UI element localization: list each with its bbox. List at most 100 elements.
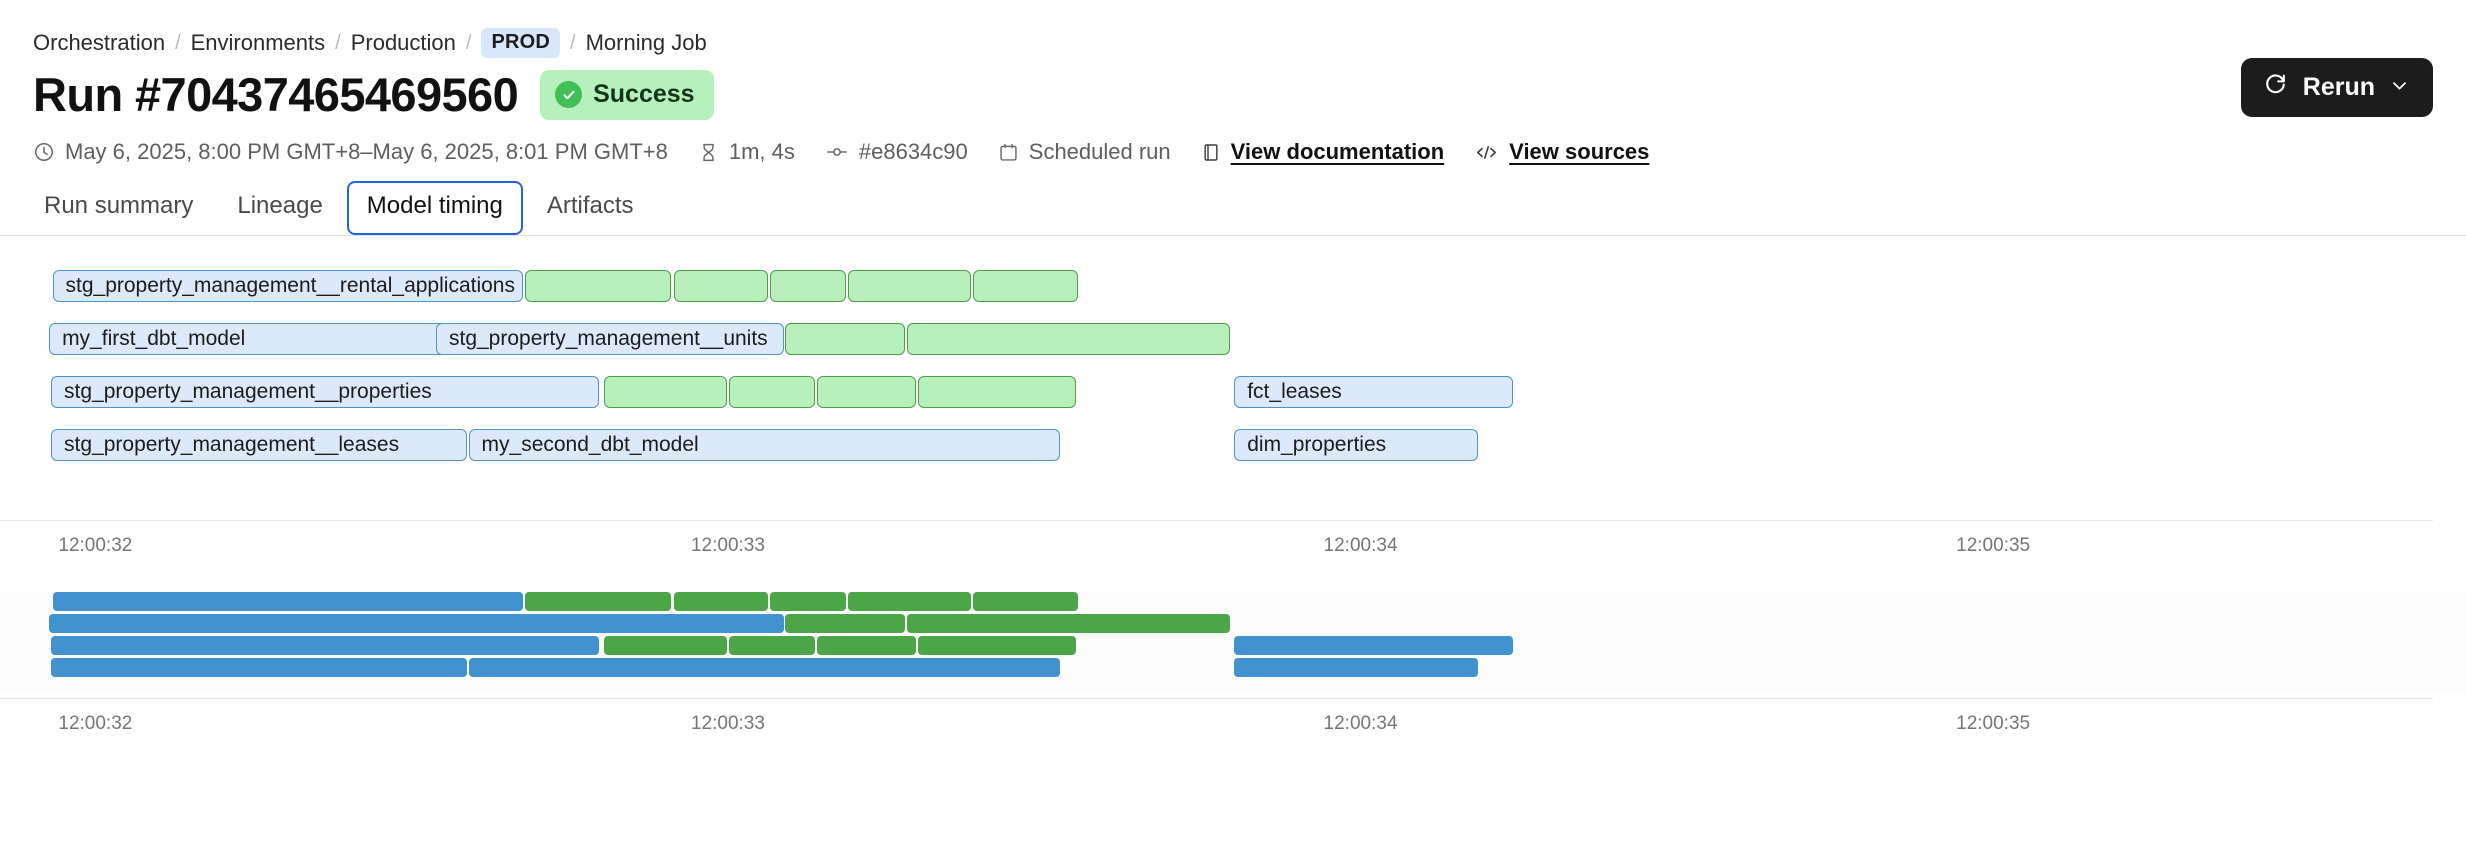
gantt-bar-test[interactable] xyxy=(673,270,768,302)
breadcrumb-item-orchestration[interactable]: Orchestration xyxy=(33,30,166,55)
minimap-bar-test[interactable] xyxy=(918,636,1077,655)
gantt-bar-test[interactable] xyxy=(525,270,671,302)
commit-icon xyxy=(825,141,849,163)
gantt-bar-test[interactable] xyxy=(603,376,727,408)
meta-item-hourglass: 1m, 4s xyxy=(698,139,795,165)
breadcrumb-env-badge: PROD xyxy=(481,28,561,58)
minimap-bar-model[interactable] xyxy=(52,592,524,611)
gantt-bar-dim_properties[interactable]: dim_properties xyxy=(1234,429,1479,461)
page-title: Run #70437465469560 xyxy=(33,68,519,122)
minimap-time-axis: 12:00:32 12:00:33 12:00:34 12:00:35 xyxy=(0,698,2433,738)
gantt-bar-stg_property_management__units[interactable]: stg_property_management__units xyxy=(435,323,784,355)
minimap-bar-model[interactable] xyxy=(49,614,460,633)
gantt-bar-test[interactable] xyxy=(848,270,972,302)
minimap-axis-tick: 12:00:33 xyxy=(690,713,765,734)
minimap-row xyxy=(0,614,2466,633)
gantt-row: stg_property_management__properties fct_l… xyxy=(0,376,2466,408)
minimap-bar-model[interactable] xyxy=(468,658,1061,677)
hourglass-icon xyxy=(698,142,719,163)
minimap-bar-model[interactable] xyxy=(51,636,600,655)
minimap-bar-model[interactable] xyxy=(1234,658,1479,677)
gantt-bar-test[interactable] xyxy=(770,270,847,302)
breadcrumb-item-environments[interactable]: Environments xyxy=(190,30,326,55)
breadcrumb-separator: / xyxy=(465,31,472,54)
minimap-row xyxy=(0,658,2466,677)
breadcrumb-separator: / xyxy=(335,31,341,54)
check-circle-icon xyxy=(555,81,583,108)
minimap-bar-test[interactable] xyxy=(973,592,1079,611)
meta-item-book[interactable]: View documentation xyxy=(1201,139,1445,165)
minimap-bar-model[interactable] xyxy=(51,658,467,677)
book-icon xyxy=(1201,142,1221,163)
minimap-axis-tick: 12:00:35 xyxy=(1956,713,2031,734)
breadcrumb-item-production[interactable]: Production xyxy=(350,30,456,55)
clock-icon xyxy=(33,141,55,163)
gantt-row: stg_property_management__rental_applicat… xyxy=(0,270,2466,302)
minimap-bar-model[interactable] xyxy=(435,614,784,633)
gantt-axis-tick: 12:00:35 xyxy=(1956,535,2031,556)
minimap-bar-test[interactable] xyxy=(770,592,847,611)
gantt-axis-tick: 12:00:32 xyxy=(58,535,133,556)
gantt-bar-test[interactable] xyxy=(973,270,1079,302)
gantt-bar-test[interactable] xyxy=(816,376,916,408)
meta-item-label[interactable]: View sources xyxy=(1509,139,1650,164)
meta-item-code[interactable]: View sources xyxy=(1474,139,1649,165)
gantt-bar-stg_property_management__properties[interactable]: stg_property_management__properties xyxy=(51,376,600,408)
gantt-bar-test[interactable] xyxy=(906,323,1231,355)
breadcrumb-item-morning-job: Morning Job xyxy=(585,30,707,55)
run-metadata: May 6, 2025, 8:00 PM GMT+8–May 6, 2025, … xyxy=(0,120,2466,168)
status-badge-label: Success xyxy=(593,80,695,108)
meta-item-label: Scheduled run xyxy=(1028,139,1171,164)
minimap-bar-test[interactable] xyxy=(784,614,906,633)
tab-model-timing[interactable]: Model timing xyxy=(346,180,523,235)
title-row: Run #70437465469560 Success Rerun xyxy=(0,56,2466,120)
gantt-axis-tick: 12:00:33 xyxy=(690,535,765,556)
minimap-bar-test[interactable] xyxy=(816,636,916,655)
minimap-bar-test[interactable] xyxy=(525,592,671,611)
gantt-bar-stg_property_management__leases[interactable]: stg_property_management__leases xyxy=(51,429,467,461)
minimap-row xyxy=(0,592,2466,611)
minimap-bar-test[interactable] xyxy=(728,636,815,655)
status-badge: Success xyxy=(540,70,714,120)
breadcrumb-separator: / xyxy=(570,31,576,54)
minimap-axis-tick: 12:00:34 xyxy=(1323,713,1398,734)
meta-item-label: May 6, 2025, 8:00 PM GMT+8–May 6, 2025, … xyxy=(65,139,668,164)
minimap-bar-test[interactable] xyxy=(848,592,972,611)
minimap-bar-test[interactable] xyxy=(603,636,727,655)
meta-item-label[interactable]: View documentation xyxy=(1230,139,1445,164)
tab-artifacts[interactable]: Artifacts xyxy=(527,181,654,235)
rerun-button[interactable]: Rerun xyxy=(2240,58,2433,117)
minimap-row xyxy=(0,636,2466,655)
minimap-bar-test[interactable] xyxy=(906,614,1231,633)
breadcrumb-separator: / xyxy=(175,31,181,54)
breadcrumb: Orchestration / Environments / Production / PR… xyxy=(0,0,2466,58)
gantt-bar-fct_leases[interactable]: fct_leases xyxy=(1234,376,1514,408)
gantt-bar-stg_property_management__rental_applications[interactable]: stg_property_management__rental_applicat… xyxy=(52,270,524,302)
minimap-bar-model[interactable] xyxy=(1234,636,1514,655)
meta-item-label: 1m, 4s xyxy=(728,139,795,164)
meta-item-calendar: Scheduled run xyxy=(998,139,1171,165)
gantt-bar-my_first_dbt_model[interactable]: my_first_dbt_model xyxy=(49,323,460,355)
model-timing-minimap[interactable] xyxy=(0,592,2466,692)
chevron-down-icon xyxy=(2390,73,2409,102)
gantt-bar-test[interactable] xyxy=(784,323,906,355)
gantt-bar-my_second_dbt_model[interactable]: my_second_dbt_model xyxy=(468,429,1061,461)
meta-item-commit: #e8634c90 xyxy=(825,139,968,165)
minimap-axis-tick: 12:00:32 xyxy=(58,713,133,734)
meta-item-clock: May 6, 2025, 8:00 PM GMT+8–May 6, 2025, … xyxy=(33,139,668,165)
refresh-icon xyxy=(2263,72,2288,104)
minimap-bar-test[interactable] xyxy=(673,592,768,611)
gantt-time-axis: 12:00:32 12:00:33 12:00:34 12:00:35 xyxy=(0,520,2433,566)
gantt-bar-test[interactable] xyxy=(918,376,1077,408)
gantt-bar-test[interactable] xyxy=(728,376,815,408)
calendar-icon xyxy=(998,142,1019,163)
tab-lineage[interactable]: Lineage xyxy=(217,181,342,235)
model-timing-gantt: stg_property_management__rental_applicat… xyxy=(0,270,2466,520)
code-icon xyxy=(1474,142,1499,163)
rerun-button-label: Rerun xyxy=(2302,73,2375,101)
meta-item-label: #e8634c90 xyxy=(858,139,968,164)
tab-run-summary[interactable]: Run summary xyxy=(24,181,213,235)
gantt-axis-tick: 12:00:34 xyxy=(1323,535,1398,556)
